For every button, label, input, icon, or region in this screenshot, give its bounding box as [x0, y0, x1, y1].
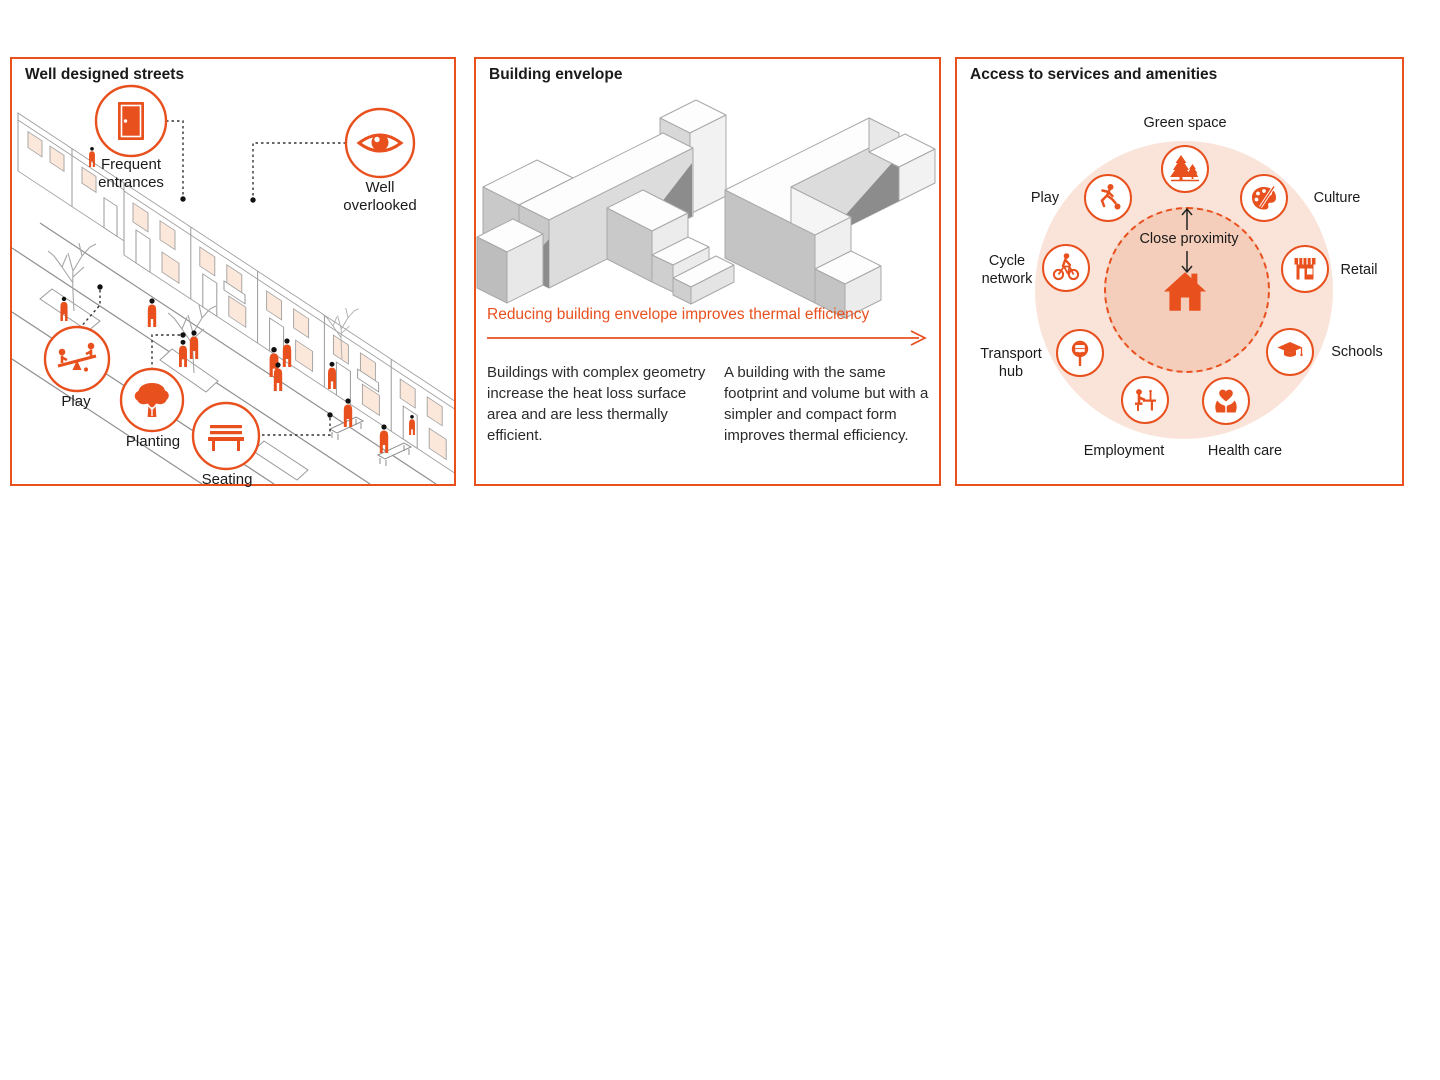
eye-icon — [356, 133, 404, 153]
seesaw-icon — [57, 342, 97, 372]
back-facade-row — [17, 112, 127, 244]
thermal-efficiency-caption: Reducing building envelope improves ther… — [487, 306, 870, 323]
cycle-network-circle — [1042, 244, 1090, 292]
callout-label-seating: Seating — [201, 471, 253, 488]
label-schools: Schools — [1331, 344, 1383, 360]
complex-building — [476, 99, 735, 305]
label-transport-hub: Transport hub — [980, 346, 1042, 380]
retail-circle — [1281, 245, 1329, 293]
callout-label-planting: Planting — [125, 433, 181, 450]
label-retail: Retail — [1340, 262, 1378, 278]
label-play: Play — [1030, 190, 1060, 206]
label-green-space: Green space — [1143, 115, 1227, 131]
label-culture: Culture — [1313, 190, 1361, 206]
arrow-up-icon — [1181, 207, 1193, 230]
home-icon — [1163, 272, 1207, 311]
panel-title: Well designed streets — [25, 66, 185, 83]
arrow-down-icon — [1181, 251, 1193, 274]
play-circle — [1084, 174, 1132, 222]
complex-geometry-text: Buildings with complex geometry increase… — [487, 364, 706, 444]
label-cycle-network: Cycle network — [981, 253, 1033, 287]
compact-building — [724, 117, 936, 319]
label-employment: Employment — [1083, 443, 1165, 459]
street-illustration — [12, 84, 454, 484]
callout-label-play: Play — [61, 393, 91, 410]
tree-icon — [134, 383, 169, 417]
employment-circle — [1121, 376, 1169, 424]
panel-title: Access to services and amenities — [970, 66, 1218, 83]
transport-hub-circle — [1056, 329, 1104, 377]
close-proximity-label: Close proximity — [1139, 231, 1239, 247]
pine-trees-icon — [1170, 155, 1199, 182]
panel-well-designed-streets: Well designed streets — [10, 57, 456, 488]
storefront-icon — [1294, 258, 1316, 280]
footballer-icon — [1100, 184, 1121, 210]
desk-worker-icon — [1135, 389, 1156, 411]
door-icon — [118, 102, 144, 140]
callout-connectors — [78, 120, 346, 436]
connector-dots — [97, 196, 333, 418]
bench-icon — [208, 425, 244, 451]
street-bench — [377, 442, 412, 467]
cyclist-icon — [1052, 253, 1080, 281]
palette-icon — [1252, 185, 1276, 210]
callout-label-frequent-entrances: Frequent entrances — [98, 156, 164, 192]
compact-form-text: A building with the same footprint and v… — [724, 364, 929, 444]
health-care-circle — [1202, 377, 1250, 425]
label-health-care: Health care — [1207, 443, 1283, 459]
main-facade-row — [123, 182, 454, 477]
callout-circles — [43, 84, 416, 471]
callout-label-well-overlooked: Well overlooked — [343, 179, 417, 215]
panel-access-services: Access to services and amenities Close p… — [955, 57, 1404, 486]
panel-title: Building envelope — [489, 66, 623, 83]
panel-building-envelope: Building envelope — [474, 57, 941, 486]
bus-stop-icon — [1071, 340, 1089, 366]
hands-heart-icon — [1215, 389, 1237, 413]
building-massing-illustration — [476, 99, 936, 319]
green-space-circle — [1161, 145, 1209, 193]
right-arrow — [487, 330, 927, 346]
schools-circle — [1266, 328, 1314, 376]
culture-circle — [1240, 174, 1288, 222]
graduation-cap-icon — [1277, 342, 1303, 357]
